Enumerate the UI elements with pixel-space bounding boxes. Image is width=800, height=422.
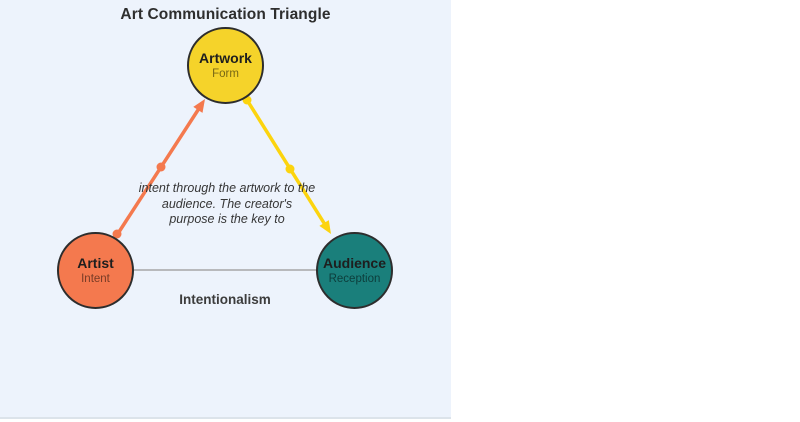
node-artist-label: Artist bbox=[77, 255, 114, 271]
edge-artist-artwork-waypoint-handle[interactable] bbox=[156, 162, 166, 172]
node-artist[interactable]: Artist Intent bbox=[57, 232, 134, 309]
edge-artwork-audience[interactable] bbox=[245, 98, 326, 225]
diagram-canvas: Art Communication Triangle Artwork Form … bbox=[0, 0, 451, 419]
node-artwork-label: Artwork bbox=[199, 50, 252, 66]
edge-artist-artwork[interactable] bbox=[115, 108, 200, 237]
annotation-note: intent through the artwork to the audien… bbox=[117, 181, 337, 228]
node-artwork[interactable]: Artwork Form bbox=[187, 27, 264, 104]
edge-artist-artwork-arrowhead-icon bbox=[193, 99, 205, 113]
node-audience[interactable]: Audience Reception bbox=[316, 232, 393, 309]
edge-label-intentionalism: Intentionalism bbox=[179, 292, 271, 307]
edge-artwork-audience-arrowhead-icon bbox=[319, 220, 331, 234]
diagram-title: Art Communication Triangle bbox=[120, 6, 331, 23]
edge-artwork-audience-waypoint-handle[interactable] bbox=[285, 164, 295, 174]
node-audience-sublabel: Reception bbox=[328, 273, 381, 285]
node-artist-sublabel: Intent bbox=[81, 273, 110, 285]
annotation-note-line: purpose is the key to bbox=[169, 212, 285, 226]
annotation-note-line: audience. The creator's bbox=[161, 196, 293, 211]
node-artwork-sublabel: Form bbox=[212, 68, 239, 80]
node-audience-label: Audience bbox=[322, 255, 386, 271]
annotation-note-line: intent through the artwork to the bbox=[138, 181, 316, 195]
edges-layer bbox=[112, 95, 331, 271]
